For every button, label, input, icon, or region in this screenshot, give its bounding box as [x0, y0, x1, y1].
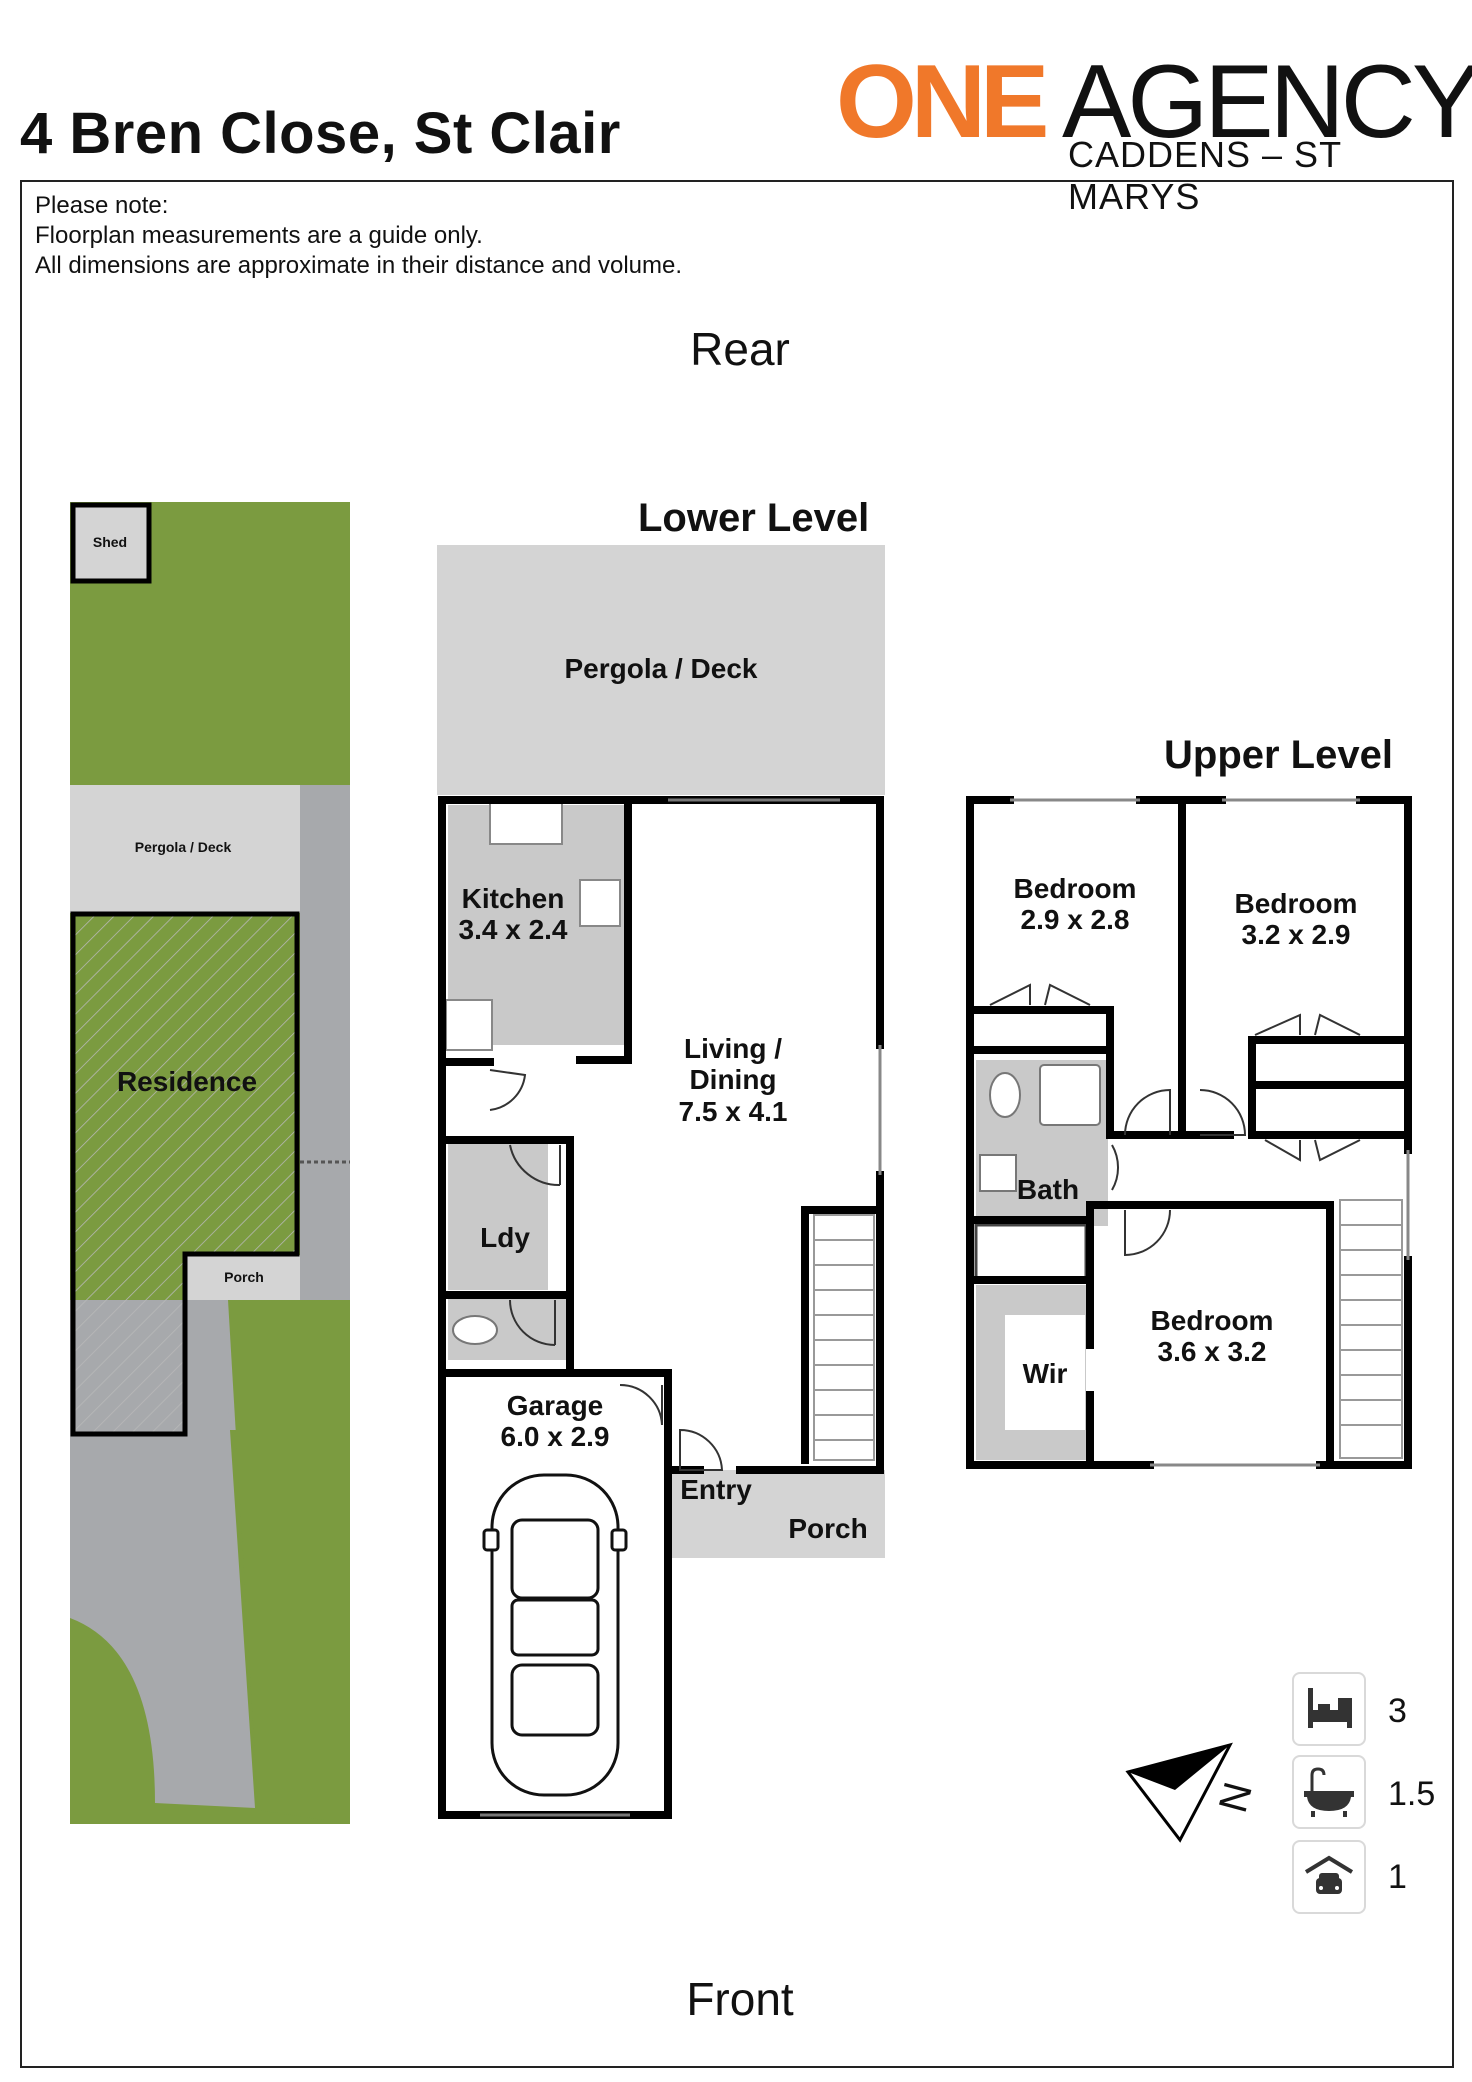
lower-porch-label: Porch [788, 1513, 868, 1544]
note-heading: Please note: [35, 192, 169, 219]
bathrooms-count: 1.5 [1388, 1775, 1436, 1813]
bedrooms-count: 3 [1388, 1692, 1407, 1730]
garage-dims: 6.0 x 2.9 [500, 1421, 610, 1453]
logo-agency-text: AGENCY [1062, 44, 1472, 160]
north-arrow [1125, 1742, 1233, 1843]
shed-footprint [70, 502, 152, 584]
car-icon [482, 1473, 628, 1797]
kitchen-name: Kitchen [461, 883, 565, 914]
cooktop [579, 879, 621, 927]
lower-level-title: Lower Level [638, 496, 870, 540]
upper-level-plan [966, 796, 1412, 1469]
site-residence-label: Residence [116, 1066, 258, 1097]
floorplan-frame [20, 180, 1454, 2068]
bed-icon [1292, 1672, 1366, 1746]
bedroom-1-dims: 2.9 x 2.8 [1020, 904, 1130, 936]
upper-windows [1010, 798, 1410, 1467]
lower-level-plan [437, 545, 885, 1819]
bedroom-1-label: Bedroom 2.9 x 2.8 [1014, 873, 1137, 936]
bedroom-3-name: Bedroom [1150, 1305, 1274, 1336]
site-pergola-label: Pergola / Deck [134, 839, 232, 855]
upper-door-swings [989, 983, 1361, 1257]
lower-door-swings [489, 1069, 724, 1471]
living-name-1: Living / [683, 1033, 782, 1064]
lower-pergola-label: Pergola / Deck [564, 653, 758, 684]
kitchen-dims: 3.4 x 2.4 [458, 914, 568, 946]
agency-logo: ONE AGENCY CADDENS – ST MARYS [836, 44, 1472, 217]
kitchen-sink [489, 801, 563, 845]
shower [1039, 1064, 1101, 1126]
logo-one-text: ONE [836, 44, 1049, 160]
upper-level-title: Upper Level [1164, 733, 1393, 777]
garage-label: Garage 6.0 x 2.9 [501, 1390, 610, 1453]
bedroom-3-dims: 3.6 x 3.2 [1157, 1336, 1267, 1368]
garage-count: 1 [1388, 1858, 1407, 1896]
logo-subtitle: CADDENS – ST MARYS [1068, 134, 1342, 217]
bath-label: Bath [1016, 1174, 1080, 1205]
bedroom-3-label: Bedroom 3.6 x 3.2 [1151, 1305, 1274, 1368]
wir-label: Wir [1022, 1358, 1068, 1389]
bathtub [974, 1223, 1088, 1282]
wir-shelf [1005, 1315, 1085, 1430]
bedroom-2-label: Bedroom 3.2 x 2.9 [1235, 888, 1358, 951]
site-pergola-area [70, 785, 300, 913]
entry-label: Entry [680, 1474, 752, 1505]
site-porch-area [185, 1255, 300, 1300]
grass-strip-front [228, 1300, 350, 1824]
lower-stairs [813, 1214, 875, 1461]
living-dims: 7.5 x 4.1 [678, 1095, 788, 1127]
site-porch-label: Porch [224, 1269, 264, 1285]
lower-toilet [452, 1315, 498, 1345]
garage-icon [1292, 1840, 1366, 1914]
upper-stairs [1339, 1199, 1403, 1459]
kitchen-label: Kitchen 3.4 x 2.4 [459, 883, 568, 946]
laundry-area [448, 1140, 548, 1290]
garage-name: Garage [506, 1390, 604, 1421]
living-name-2: Dining [689, 1064, 777, 1096]
laundry-label: Ldy [480, 1222, 530, 1253]
upper-toilet [989, 1072, 1021, 1118]
front-label: Front [686, 1973, 794, 2025]
bath-icon [1292, 1755, 1366, 1829]
lower-porch-area [668, 1470, 885, 1558]
site-shed-label: Shed [92, 534, 128, 550]
upper-walls [966, 796, 1412, 1469]
bedroom-1-name: Bedroom [1013, 873, 1137, 904]
bedroom-2-name: Bedroom [1234, 888, 1358, 919]
fridge-space [445, 999, 493, 1051]
site-plan [70, 502, 350, 1824]
residence-footprint [70, 911, 300, 1437]
vanity-basin [979, 1154, 1017, 1192]
note-line-2: All dimensions are approximate in their … [35, 252, 683, 279]
lower-pergola-area [437, 545, 885, 795]
living-label: Living / Dining 7.5 x 4.1 [679, 1033, 788, 1127]
bedroom-2-dims: 3.2 x 2.9 [1241, 919, 1351, 951]
property-address: 4 Bren Close, St Clair [20, 101, 621, 166]
rear-label: Rear [690, 323, 790, 375]
note-line-1: Floorplan measurements are a guide only. [35, 222, 483, 249]
